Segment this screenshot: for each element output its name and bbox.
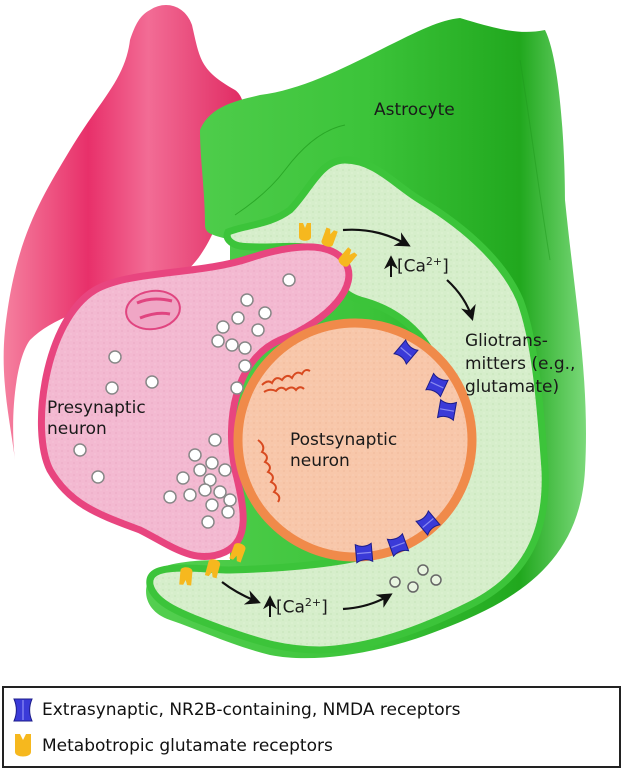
vesicle bbox=[218, 463, 232, 477]
arrow-ca-to-glio bbox=[446, 279, 476, 321]
ca-bracket: ] bbox=[442, 256, 449, 277]
nmda-receptor-icon bbox=[13, 698, 33, 722]
gliotransmitter-vesicle bbox=[417, 564, 429, 576]
ca-superscript: 2+ bbox=[425, 255, 443, 268]
gliotransmitter-vesicles bbox=[389, 564, 442, 593]
vesicle bbox=[91, 470, 105, 484]
mglur-receptor bbox=[204, 559, 221, 579]
astrocyte-interior bbox=[146, 156, 549, 654]
vesicle bbox=[230, 381, 244, 395]
vesicle bbox=[238, 341, 252, 355]
gliotransmitter-vesicle bbox=[389, 576, 401, 588]
vesicle bbox=[145, 375, 159, 389]
mglur-receptor bbox=[299, 223, 311, 241]
vesicle bbox=[183, 488, 197, 502]
nmda-receptor bbox=[393, 338, 419, 366]
vesicle bbox=[205, 498, 219, 512]
presynaptic-terminal bbox=[37, 243, 353, 561]
label-gliotransmitters: Gliotrans- mitters (e.g., glutamate) bbox=[465, 331, 576, 397]
legend: Extrasynaptic, NR2B-containing, NMDA rec… bbox=[2, 686, 621, 768]
vesicle bbox=[105, 381, 119, 395]
label-astrocyte: Astrocyte bbox=[374, 100, 455, 120]
mglur-receptor bbox=[321, 227, 338, 247]
synapse-diagram bbox=[3, 5, 586, 659]
legend-label-nmda: Extrasynaptic, NR2B-containing, NMDA rec… bbox=[42, 700, 461, 720]
postsynaptic-neuron bbox=[233, 318, 477, 562]
vesicle bbox=[216, 320, 230, 334]
nmda-receptor bbox=[386, 532, 410, 558]
vesicle bbox=[231, 311, 245, 325]
label-calcium-bottom: [Ca2+] bbox=[276, 596, 328, 618]
label-postsynaptic-neuron: Postsynaptic neuron bbox=[290, 430, 398, 471]
vesicle bbox=[251, 323, 265, 337]
nmda-receptors bbox=[354, 338, 458, 564]
vesicle bbox=[223, 493, 237, 507]
nmda-receptor bbox=[415, 509, 441, 537]
vesicle bbox=[225, 338, 239, 352]
vesicle bbox=[176, 471, 190, 485]
presynaptic-axon bbox=[3, 5, 246, 460]
nmda-receptor bbox=[436, 398, 458, 422]
mglur-receptor bbox=[229, 543, 246, 563]
vesicle bbox=[188, 448, 202, 462]
vesicle bbox=[108, 350, 122, 364]
arrow-mglur-to-ca-top bbox=[342, 228, 411, 247]
vesicle bbox=[221, 505, 235, 519]
gliotransmitter-vesicle bbox=[407, 581, 419, 593]
label-calcium-top: [Ca2+] bbox=[397, 255, 449, 277]
mitochondrion bbox=[125, 289, 181, 331]
legend-label-mglur: Metabotropic glutamate receptors bbox=[42, 736, 333, 756]
ca-superscript: 2+ bbox=[304, 596, 322, 609]
arrow-mglur-to-ca-bottom bbox=[221, 581, 261, 605]
mglur-receptor bbox=[179, 567, 193, 586]
legend-item-mglur: Metabotropic glutamate receptors bbox=[12, 730, 333, 762]
label-presynaptic-neuron: Presynaptic neuron bbox=[47, 398, 146, 439]
vesicle bbox=[238, 359, 252, 373]
vesicle bbox=[258, 306, 272, 320]
vesicle bbox=[205, 456, 219, 470]
ca-bracket: ] bbox=[321, 597, 328, 618]
mglur-receptors bbox=[179, 223, 358, 586]
postsynaptic-density-2 bbox=[257, 439, 281, 503]
gliotransmitter-vesicle bbox=[430, 574, 442, 586]
vesicle bbox=[208, 433, 222, 447]
arrow-ca-to-vesicles bbox=[342, 593, 393, 611]
postsynaptic-density bbox=[261, 369, 311, 386]
synaptic-vesicles bbox=[73, 273, 296, 529]
legend-item-nmda: Extrasynaptic, NR2B-containing, NMDA rec… bbox=[12, 694, 460, 726]
vesicle bbox=[193, 463, 207, 477]
mglur-receptor-icon bbox=[15, 734, 31, 757]
ca-text: [Ca bbox=[276, 597, 305, 618]
vesicle bbox=[163, 490, 177, 504]
mglur-receptor bbox=[338, 247, 358, 267]
vesicle bbox=[198, 483, 212, 497]
ca-text: [Ca bbox=[397, 256, 426, 277]
vesicle bbox=[211, 334, 225, 348]
nmda-receptor bbox=[425, 372, 449, 398]
vesicle bbox=[282, 273, 296, 287]
vesicle bbox=[201, 515, 215, 529]
vesicle bbox=[240, 293, 254, 307]
vesicle bbox=[73, 443, 87, 457]
nmda-receptor bbox=[354, 542, 374, 564]
vesicle bbox=[213, 485, 227, 499]
